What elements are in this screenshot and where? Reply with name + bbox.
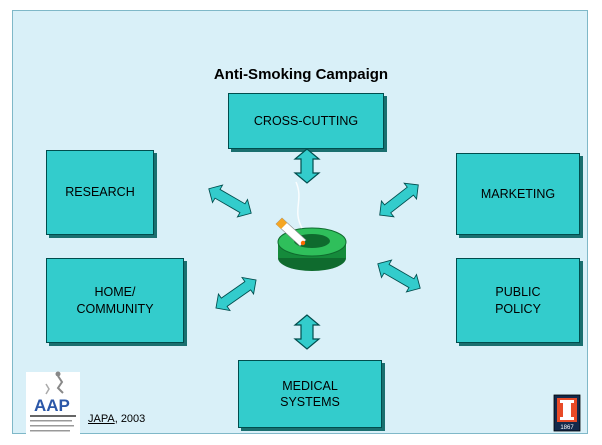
citation-link[interactable]: JAPA <box>88 413 115 425</box>
double-arrow-icon <box>294 148 320 184</box>
ashtray-icon <box>277 227 347 271</box>
box-marketing: MARKETING <box>456 153 580 235</box>
double-arrow-icon <box>372 254 426 298</box>
double-arrow-icon <box>373 176 425 224</box>
aap-logo-text: AAP <box>34 396 70 415</box>
double-arrow-icon <box>294 314 320 350</box>
double-arrow-icon <box>203 179 257 223</box>
citation-year: , 2003 <box>114 413 146 425</box>
double-arrow-icon <box>209 271 263 317</box>
aap-logo: AAP <box>26 371 80 436</box>
cigarette-icon <box>275 181 307 247</box>
illinois-logo-year: 1867 <box>560 425 574 431</box>
diagram-title: Anti-Smoking Campaign <box>213 66 389 83</box>
box-medical-systems: MEDICAL SYSTEMS <box>238 360 382 428</box>
box-cross-cutting: CROSS-CUTTING <box>228 93 384 149</box>
box-home-community: HOME/ COMMUNITY <box>46 258 184 343</box>
illinois-logo: 1867 <box>553 394 581 432</box>
box-research: RESEARCH <box>46 150 154 235</box>
box-public-policy: PUBLIC POLICY <box>456 258 580 343</box>
citation: JAPA, 2003 <box>88 413 145 425</box>
